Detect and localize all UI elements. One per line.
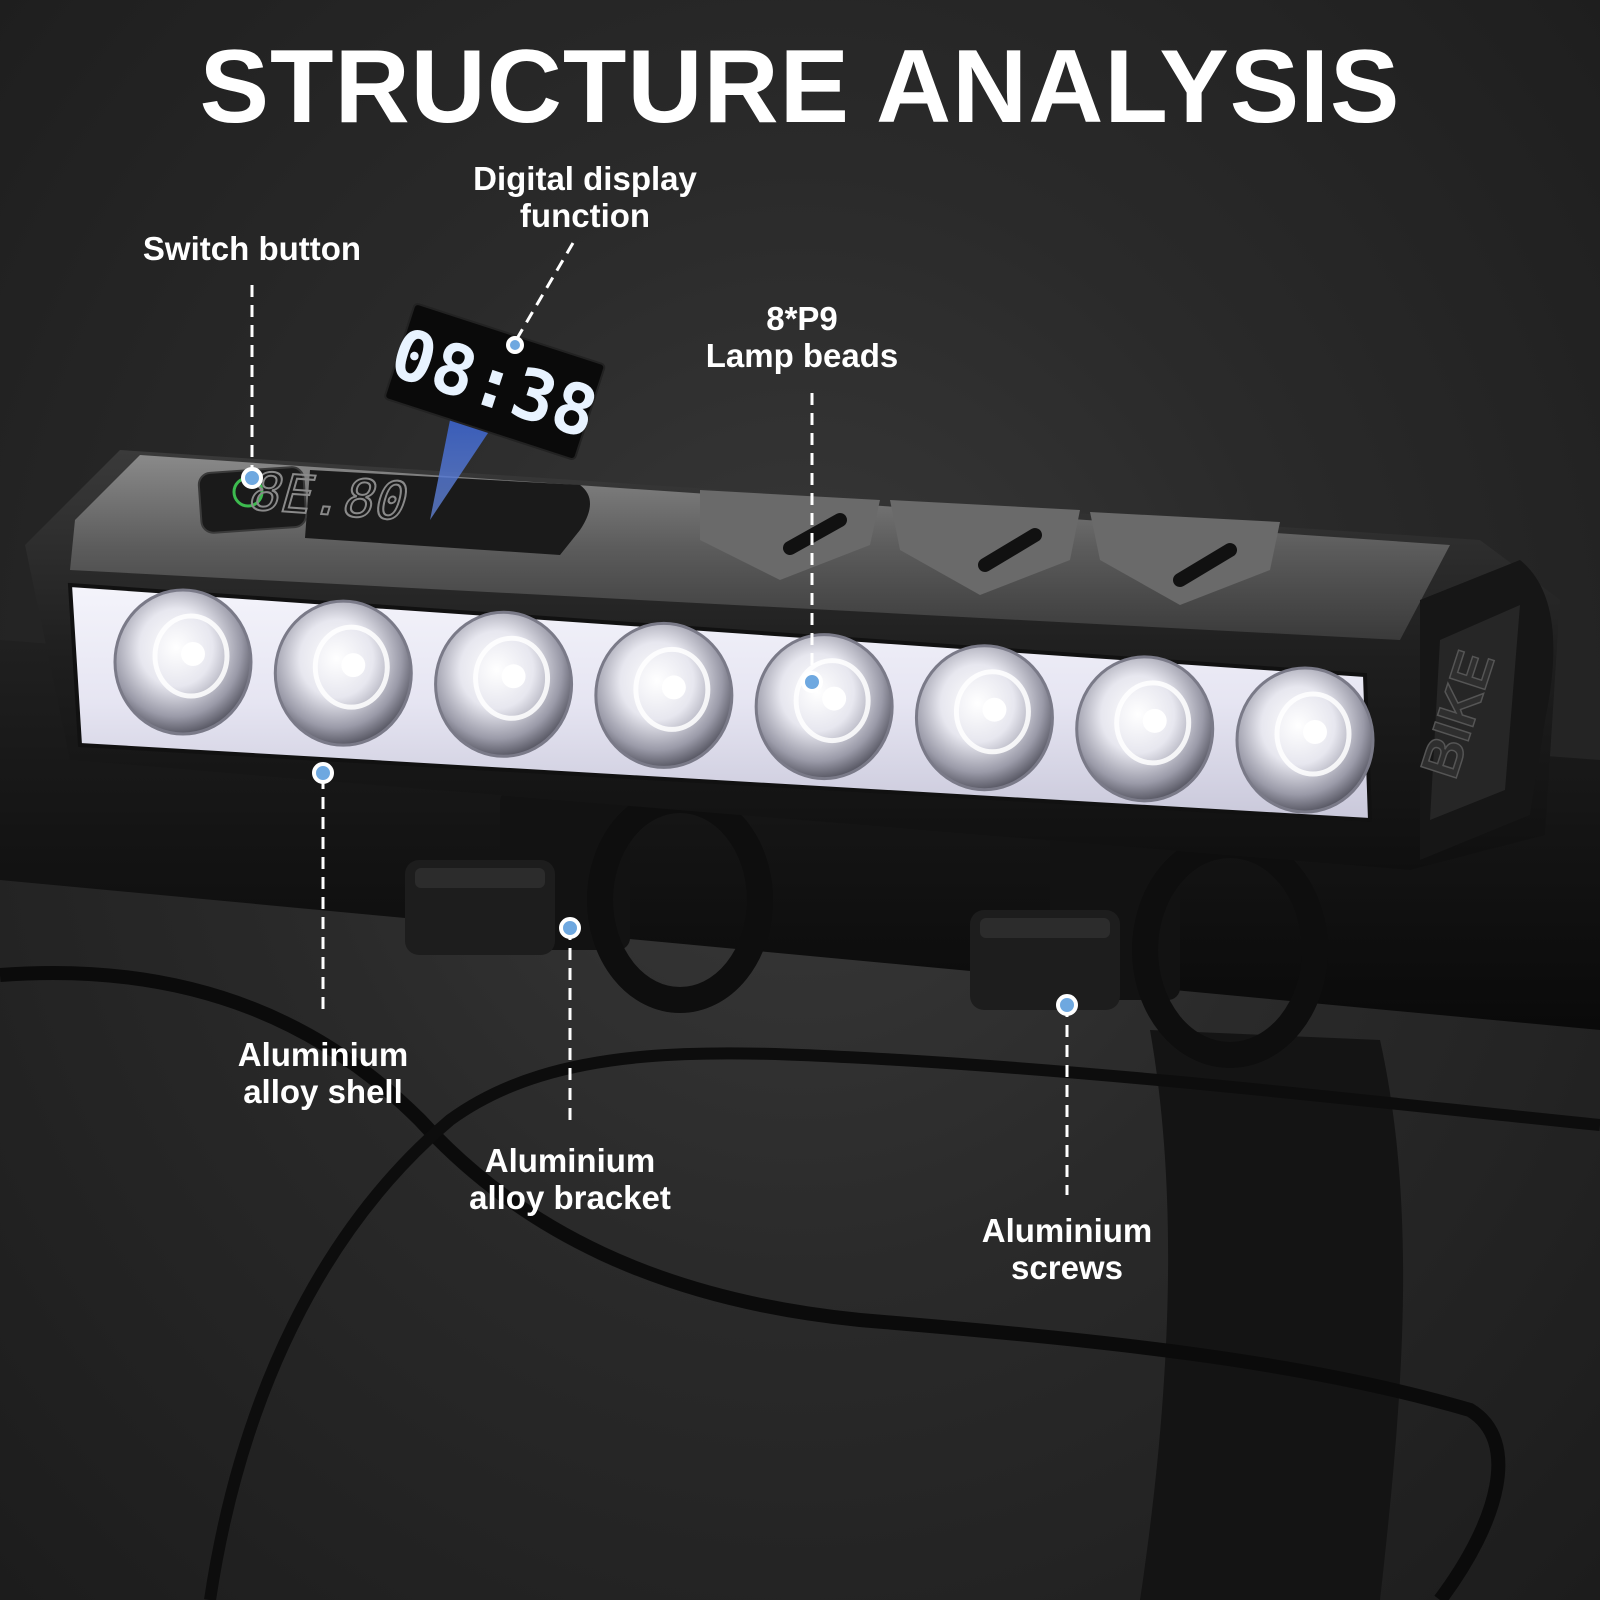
label-alloy-shell-line2: alloy shell [243, 1073, 403, 1110]
label-alloy-shell: Aluminium alloy shell [208, 1036, 438, 1110]
callout-dot [241, 467, 263, 489]
lamp-bead [1075, 655, 1215, 803]
label-alloy-bracket-line2: alloy bracket [469, 1179, 671, 1216]
callout-dot [506, 336, 524, 354]
callout-dot [1056, 994, 1078, 1016]
label-switch-button: Switch button [122, 230, 382, 267]
label-lamp-beads: 8*P9 Lamp beads [682, 300, 922, 374]
label-digital-display: Digital display function [455, 160, 715, 234]
label-digital-display-line1: Digital display [473, 160, 697, 197]
projection-beam [430, 420, 490, 520]
lamp-bead [754, 633, 894, 781]
callout-dot [559, 917, 581, 939]
cable [204, 1047, 1600, 1600]
lamp-bead [594, 621, 734, 769]
lamp-beads [113, 588, 1375, 814]
callout-lines [250, 242, 1069, 1195]
lamp-bead [1235, 666, 1375, 814]
callout-dots [241, 336, 1078, 1016]
label-screws: Aluminium screws [952, 1212, 1182, 1286]
label-lamp-beads-line1: 8*P9 [766, 300, 838, 337]
lamp-bead [113, 588, 253, 736]
label-screws-line1: Aluminium [981, 1212, 1153, 1249]
digital-display: 08:38 [381, 303, 607, 460]
label-alloy-bracket: Aluminium alloy bracket [445, 1142, 695, 1216]
page-title: STRUCTURE ANALYSIS [199, 29, 1401, 145]
label-alloy-shell-line1: Aluminium [237, 1036, 409, 1073]
callout-dot [312, 762, 334, 784]
label-screws-line2: screws [1011, 1249, 1123, 1286]
cable [0, 965, 1506, 1600]
label-lamp-beads-line2: Lamp beads [705, 337, 899, 374]
callout-dot [801, 671, 823, 693]
lamp-bead [273, 599, 413, 747]
label-switch-button-text: Switch button [142, 230, 362, 267]
device-display-digits: 8E.80 [243, 462, 416, 532]
label-alloy-bracket-line1: Aluminium [484, 1142, 656, 1179]
lamp-bead [434, 610, 574, 758]
lamp-bead [914, 644, 1054, 792]
bike-stem [1140, 1030, 1404, 1600]
label-digital-display-line2: function [519, 197, 651, 234]
bracket-right [970, 830, 1328, 1068]
